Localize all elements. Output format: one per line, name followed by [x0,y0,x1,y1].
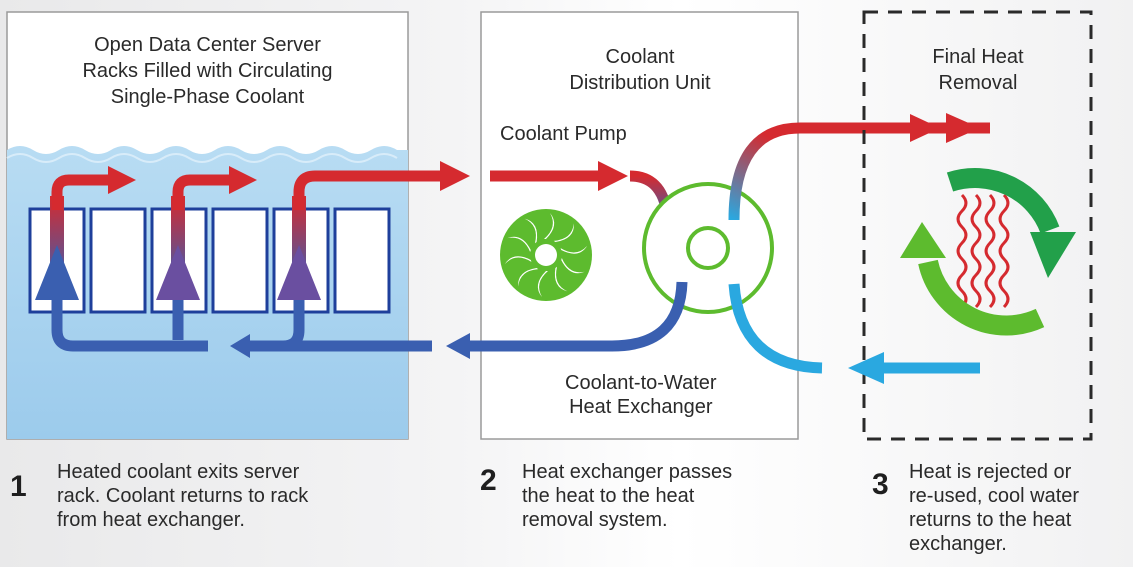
step-line: the heat to the heat [522,485,695,507]
title-line: Open Data Center Server [94,34,321,56]
server-rack-2 [89,207,147,314]
final-heat-title: Final Heat Removal [872,44,1084,96]
step-line: Heat is rejected or [909,461,1072,483]
final-heat-panel [848,10,1093,441]
server-rack-4 [211,207,269,314]
fan-icon [500,209,592,301]
step-1-text: Heated coolant exits server rack. Coolan… [57,460,308,532]
server-rack-title: Open Data Center Server Racks Filled wit… [20,32,395,110]
recycle-arrows-icon [900,168,1076,336]
step-1-number: 1 [10,470,27,503]
label-line: Coolant-to-Water [565,372,717,394]
step-line: from heat exchanger. [57,509,245,531]
rack-risers [35,196,321,300]
heat-exchanger-label: Coolant-to-Water Heat Exchanger [565,371,717,419]
server-rack-panel [6,11,470,440]
step-2-number: 2 [480,464,497,497]
step-line: removal system. [522,509,668,531]
cdu-title: Coolant Distribution Unit [490,44,790,96]
label-line: Heat Exchanger [569,396,713,418]
server-rack-6 [333,207,391,314]
step-3-text: Heat is rejected or re-used, cool water … [909,460,1079,556]
step-3-number: 3 [872,468,889,501]
step-2-text: Heat exchanger passes the heat to the he… [522,460,732,532]
heat-waves-icon [956,193,1010,309]
title-line: Distribution Unit [569,72,711,94]
title-line: Racks Filled with Circulating [82,60,333,82]
coolant-pump-label: Coolant Pump [500,123,627,145]
heated-flow [51,170,442,210]
title-line: Single-Phase Coolant [110,86,305,108]
heat-exchanger-icon [642,182,774,314]
title-line: Final Heat [932,46,1024,68]
title-line: Coolant [605,46,675,68]
cdu-panel [254,11,912,440]
step-line: exchanger. [909,533,1007,555]
step-line: Heated coolant exits server [57,461,300,483]
step-line: Heat exchanger passes [522,461,733,483]
step-line: re-used, cool water [909,485,1080,507]
step-line: returns to the heat [909,509,1072,531]
title-line: Removal [938,72,1018,94]
step-line: rack. Coolant returns to rack [57,485,309,507]
